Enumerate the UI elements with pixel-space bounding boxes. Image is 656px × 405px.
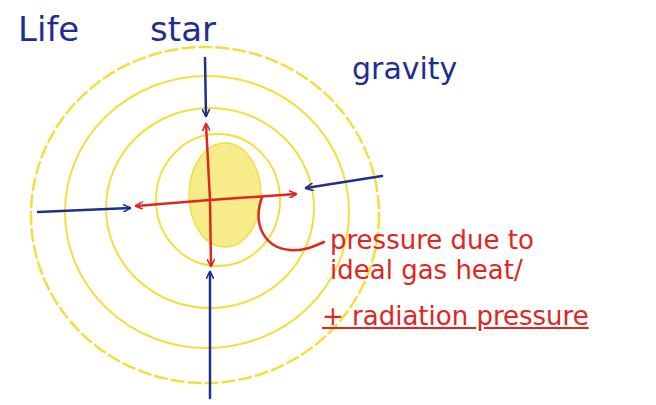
- gravity-arrow: [209, 272, 212, 398]
- gravity-arrow: [38, 208, 130, 212]
- pressure-arrow: [210, 194, 296, 200]
- gravity-arrow: [205, 58, 206, 116]
- star-layer: [65, 76, 349, 348]
- gravity-label: gravity: [352, 52, 457, 87]
- pressure-arrow: [210, 200, 211, 266]
- radiation-note: + radiation pressure: [322, 302, 589, 332]
- leader-line: [259, 197, 324, 250]
- star-core: [189, 143, 261, 247]
- pressure-note: pressure due to ideal gas heat/: [330, 226, 540, 286]
- gravity-arrow: [306, 176, 382, 188]
- pressure-arrow: [206, 124, 210, 200]
- star-outer: [31, 47, 379, 383]
- pressure-arrow: [136, 200, 210, 206]
- title: Life star: [18, 10, 216, 49]
